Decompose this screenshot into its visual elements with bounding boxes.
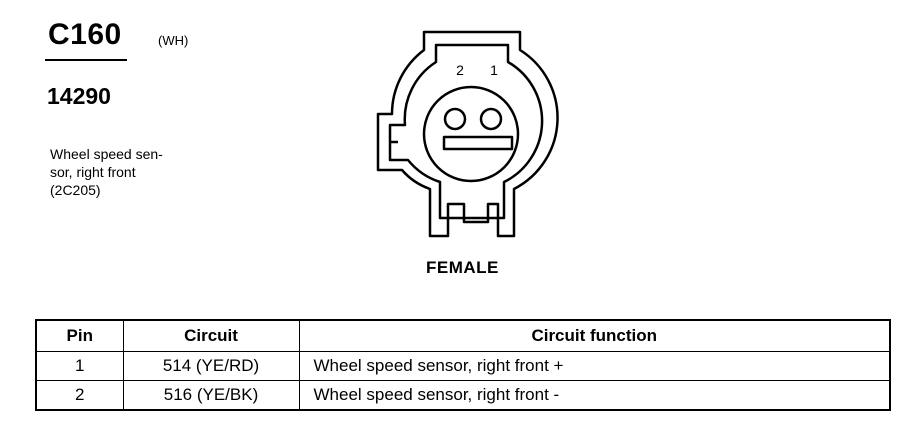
header-circuit: Circuit <box>122 319 300 352</box>
table-row: 2 516 (YE/BK) Wheel speed sensor, right … <box>35 380 891 411</box>
pin-label-2: 2 <box>456 62 464 78</box>
connector-id: C160 <box>48 18 122 51</box>
connector-inner-outline <box>388 43 544 220</box>
table-header-row: Pin Circuit Circuit function <box>35 319 891 352</box>
pin-cell: 2 <box>35 380 124 411</box>
connector-color-code: (WH) <box>158 33 189 48</box>
pinout-table: Pin Circuit Circuit function 1 514 (YE/R… <box>35 319 891 411</box>
pin-cell: 1 <box>35 351 124 381</box>
function-cell: Wheel speed sensor, right front + <box>298 351 891 381</box>
circuit-cell: 514 (YE/RD) <box>122 351 300 381</box>
pin-label-1: 1 <box>490 62 498 78</box>
table-row: 1 514 (YE/RD) Wheel speed sensor, right … <box>35 351 891 381</box>
description-line: (2C205) <box>50 182 101 198</box>
key-slot <box>442 135 514 151</box>
connector-face-diagram: 2 1 <box>376 30 559 238</box>
circuit-cell: 516 (YE/BK) <box>122 380 300 411</box>
connector-housing-outline <box>376 30 559 238</box>
header-circuit-function: Circuit function <box>298 319 891 352</box>
connector-description: Wheel speed sen- sor, right front (2C205… <box>50 145 200 199</box>
description-line: sor, right front <box>50 164 136 180</box>
pin-2-terminal <box>443 107 467 131</box>
part-number: 14290 <box>47 83 111 109</box>
pin-1-terminal <box>479 107 503 131</box>
connector-gender-label: FEMALE <box>426 258 499 277</box>
header-pin: Pin <box>35 319 124 352</box>
description-line: Wheel speed sen- <box>50 146 163 162</box>
mating-face-circle <box>422 85 520 183</box>
function-cell: Wheel speed sensor, right front - <box>298 380 891 411</box>
connector-id-underline <box>45 59 127 61</box>
